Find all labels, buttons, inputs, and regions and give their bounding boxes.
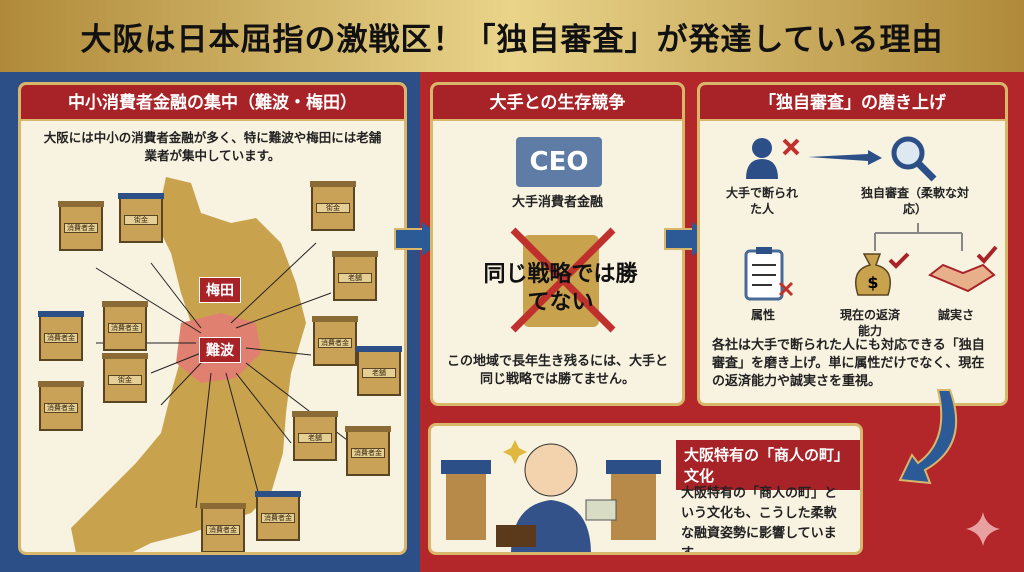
- panel-heading: 大手との生存競争: [433, 85, 682, 121]
- arrow-icon: [808, 150, 882, 165]
- repay-label: 現在の返済能力: [840, 308, 901, 338]
- shop-icon: 街金: [118, 193, 164, 243]
- shop-icon: 消費者金融: [312, 316, 358, 366]
- shop-icon: 街金: [310, 181, 356, 231]
- shop-roof: [312, 316, 358, 322]
- tag-namba: 難波: [199, 337, 241, 363]
- panel-screening: 「独自審査」の磨き上げ 大手で断られた人 独自審査（柔軟な対応） $ 属性 現在…: [697, 82, 1008, 406]
- shop-sign: 老舗: [338, 273, 372, 283]
- clipboard-icon: [744, 247, 794, 301]
- person-icon: [746, 138, 800, 179]
- shop-icon: 老舗: [292, 411, 338, 461]
- panel-concentration: 中小消費者金融の集中（難波・梅田） 大阪には中小の消費者金融が多く、特に難波や梅…: [18, 82, 407, 555]
- shop-sign: 消費者金融: [351, 448, 385, 458]
- money-bag-icon: $: [855, 252, 910, 296]
- tag-umeda: 梅田: [199, 277, 241, 303]
- shop-roof: [255, 491, 301, 497]
- screening-label: 独自審査（柔軟な対応）: [860, 186, 969, 216]
- shop-sign: 消費者金融: [44, 403, 78, 413]
- ceo-label: 大手消費者金融: [511, 195, 603, 210]
- ceo-icon: CEO: [516, 137, 602, 187]
- shop-icon: 街金: [102, 353, 148, 403]
- shop-icon: 消費者金融: [58, 201, 104, 251]
- shop-roof: [118, 193, 164, 199]
- branch-lines: [874, 223, 963, 251]
- shop-sign: 消費者金融: [44, 333, 78, 343]
- shop-icon: 老舗: [332, 251, 378, 301]
- shop-roof: [356, 346, 402, 352]
- shop-roof: [332, 251, 378, 257]
- shop-roof: [58, 201, 104, 207]
- shop-roof: [200, 503, 246, 509]
- curved-arrow-icon: [898, 389, 958, 485]
- shop-sign: 街金: [316, 203, 350, 213]
- sparkle-icon: [966, 512, 1000, 546]
- header: 大阪は日本屈指の激戦区！「独自審査」が発達している理由: [0, 0, 1024, 72]
- shop-roof: [38, 381, 84, 387]
- panel-merchant-culture: 大阪特有の「商人の町」文化 大阪特有の「商人の町」という文化も、こうした柔軟な融…: [428, 423, 863, 555]
- cross-icon: [510, 227, 616, 333]
- shop-sign: 消費者金融: [64, 223, 98, 233]
- shop-icon: 消費者金融: [200, 503, 246, 552]
- rejected-label: 大手で断られた人: [725, 186, 798, 216]
- shop-icon: 消費者金融: [102, 301, 148, 351]
- sincerity-label: 誠実さ: [937, 308, 974, 322]
- magnifier-icon: [891, 136, 937, 182]
- shop-sign: 消費者金融: [261, 513, 295, 523]
- panel-text: 各社は大手で断られた人にも対応できる「独自審査」を磨き上げ。単に属性だけでなく、…: [712, 338, 985, 389]
- arrow-right-icon: [394, 228, 424, 250]
- shop-icon: 老舗: [356, 346, 402, 396]
- shop-roof: [292, 411, 338, 417]
- merchant-illustration: [441, 440, 661, 552]
- shop-sign: 街金: [124, 215, 158, 225]
- svg-text:$: $: [867, 273, 878, 292]
- page-title: 大阪は日本屈指の激戦区！「独自審査」が発達している理由: [80, 21, 944, 58]
- shop-sign: 街金: [108, 375, 142, 385]
- shop-icon: 消費者金融: [38, 311, 84, 361]
- arrow-right-icon: [664, 228, 694, 250]
- shop-sign: 消費者金融: [206, 525, 240, 535]
- overlay-text: 同じ戦略では勝てない: [483, 262, 638, 315]
- panel-heading: 「独自審査」の磨き上げ: [700, 85, 1005, 121]
- shop-roof: [38, 311, 84, 317]
- shop-sign: 老舗: [362, 368, 396, 378]
- panel-text: 大阪特有の「商人の町」という文化も、こうした柔軟な融資姿勢に影響しています。: [681, 486, 838, 555]
- shop-sign: 消費者金融: [318, 338, 352, 348]
- shop-sign: 老舗: [298, 433, 332, 443]
- shop-roof: [102, 353, 148, 359]
- shop-icon: 消費者金融: [38, 381, 84, 431]
- panel-competition: 大手との生存競争 CEO 大手消費者金融 同じ戦略では勝てない この地域で長年生…: [430, 82, 685, 406]
- shop-roof: [102, 301, 148, 307]
- handshake-icon: [928, 245, 998, 293]
- shop-roof: [345, 426, 391, 432]
- panel-heading: 大阪特有の「商人の町」文化: [676, 440, 860, 490]
- panel-heading: 中小消費者金融の集中（難波・梅田）: [21, 85, 404, 121]
- panel-text: この地域で長年生き残るには、大手と同じ戦略では勝てません。: [446, 354, 668, 387]
- shop-icon: 消費者金融: [345, 426, 391, 476]
- panel-text: 大阪には中小の消費者金融が多く、特に難波や梅田には老舗業者が集中しています。: [43, 130, 382, 163]
- shop-sign: 消費者金融: [108, 323, 142, 333]
- attribute-label: 属性: [750, 308, 775, 322]
- shop-icon: 消費者金融: [255, 491, 301, 541]
- shop-roof: [310, 181, 356, 187]
